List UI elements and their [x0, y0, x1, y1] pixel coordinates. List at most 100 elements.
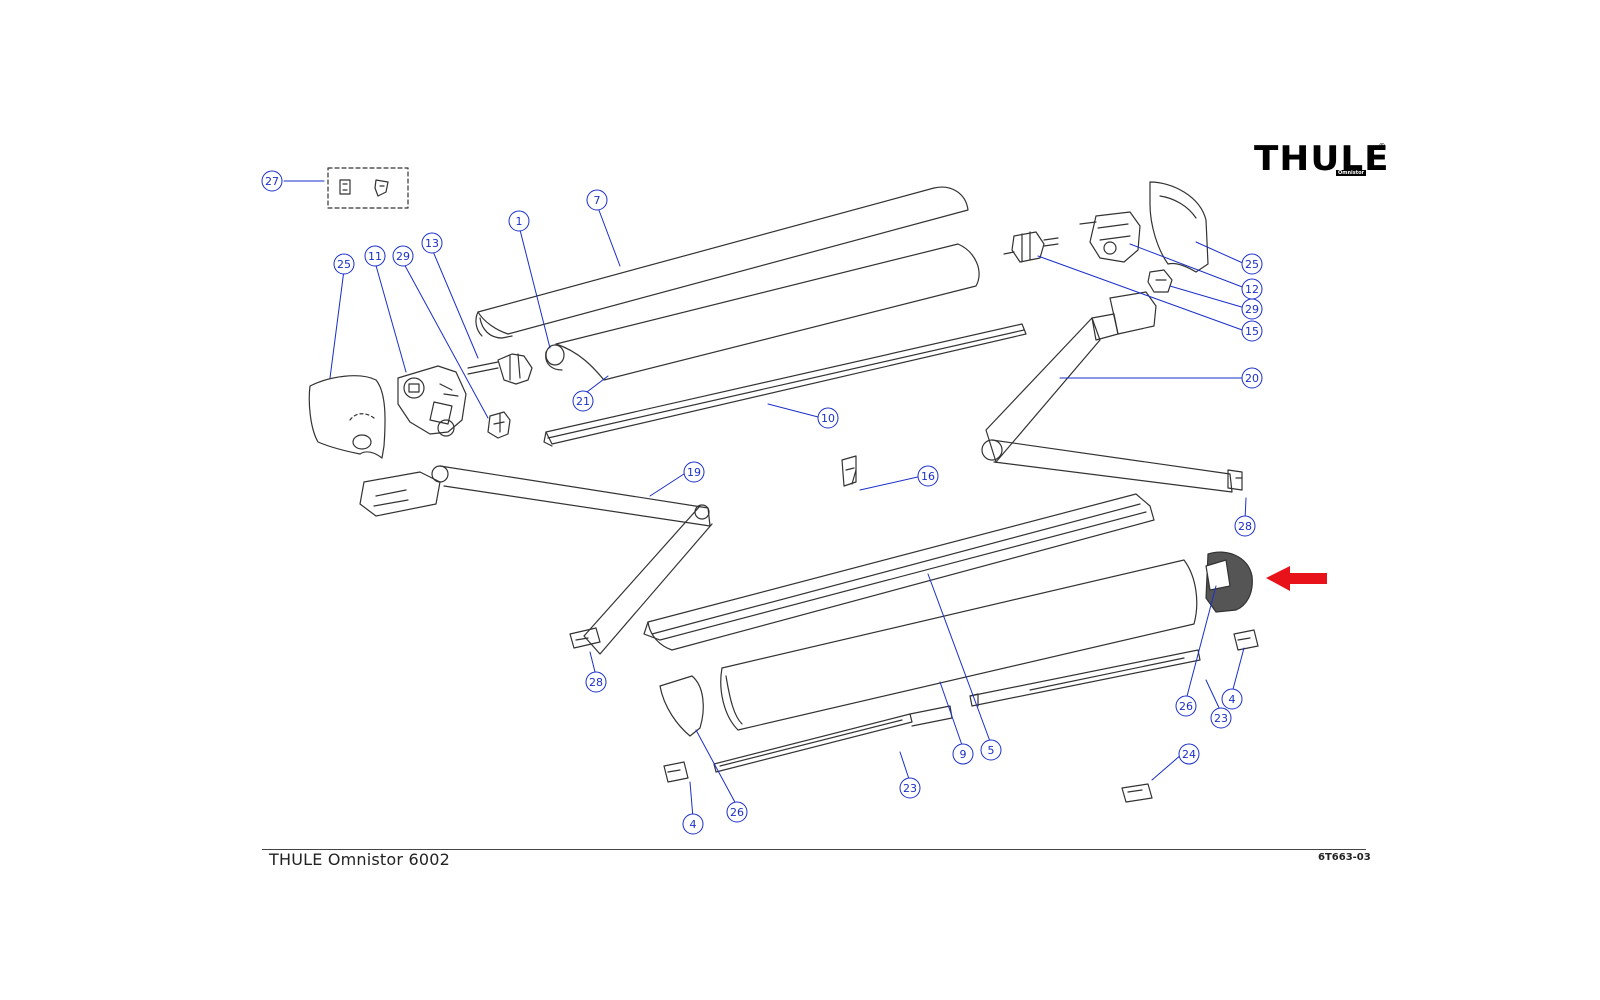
part-19-left-arm — [359, 465, 713, 655]
callout-19: 19 — [683, 461, 705, 483]
part-20-right-arm — [981, 291, 1243, 493]
callout-leader-lines — [283, 180, 1247, 819]
callout-28: 28 — [1234, 515, 1256, 537]
callout-number: 9 — [960, 748, 967, 761]
callout-circle — [726, 801, 748, 823]
callout-circle — [1178, 743, 1200, 765]
callout-number: 27 — [265, 175, 279, 188]
callout-15: 15 — [1241, 320, 1263, 342]
part-26-left-end-cover — [659, 675, 704, 737]
callout-circle — [1241, 298, 1263, 320]
callout-25: 25 — [1241, 253, 1263, 275]
callout-number: 11 — [368, 250, 382, 263]
callout-number: 15 — [1245, 325, 1259, 338]
callout-circle — [261, 170, 283, 192]
callout-circle — [1241, 253, 1263, 275]
callout-number: 5 — [988, 744, 995, 757]
thule-logo: THULE ® Omnistor — [1254, 140, 1389, 184]
callout-number: 13 — [425, 237, 439, 250]
callout-number: 21 — [576, 395, 590, 408]
callout-number: 7 — [594, 194, 601, 207]
callout-circle — [572, 390, 594, 412]
callout-number: 24 — [1182, 748, 1196, 761]
callout-28: 28 — [585, 671, 607, 693]
part-4-left-mount — [663, 761, 689, 783]
part-27-bracket-set — [327, 167, 409, 209]
callout-number: 4 — [1229, 693, 1236, 706]
footer-title: THULE Omnistor 6002 — [269, 850, 450, 869]
callout-number: 23 — [903, 782, 917, 795]
callout-29: 29 — [1241, 298, 1263, 320]
part-24-bracket — [1121, 783, 1153, 803]
callout-circle — [586, 189, 608, 211]
callout-circle — [682, 813, 704, 835]
callout-number: 10 — [821, 412, 835, 425]
logo-subbrand: Omnistor — [1336, 170, 1367, 176]
callout-11: 11 — [364, 245, 386, 267]
part-4-right-mount — [1233, 629, 1259, 651]
callout-circle — [364, 245, 386, 267]
logo-registered-mark: ® — [1378, 142, 1386, 151]
callout-9: 9 — [952, 743, 974, 765]
logo-wordmark: THULE — [1254, 139, 1390, 179]
callout-circle — [392, 245, 414, 267]
callout-23: 23 — [899, 777, 921, 799]
callout-4: 4 — [682, 813, 704, 835]
callout-number: 16 — [921, 470, 935, 483]
callout-circle — [1221, 688, 1243, 710]
part-12-right-gear-unit — [1079, 211, 1141, 263]
part-7-top-cover — [475, 186, 969, 339]
part-29-left-bracket — [487, 411, 511, 439]
callout-circle — [333, 253, 355, 275]
part-15-right-plug — [1003, 231, 1059, 263]
callout-number: 25 — [337, 258, 351, 271]
callout-circle — [952, 743, 974, 765]
callout-circle — [1175, 695, 1197, 717]
callout-24: 24 — [1178, 743, 1200, 765]
callout-circle — [1241, 320, 1263, 342]
callout-number: 28 — [589, 676, 603, 689]
callout-circle — [508, 210, 530, 232]
callout-circle — [1210, 707, 1232, 729]
callout-circle — [899, 777, 921, 799]
callout-number: 26 — [730, 806, 744, 819]
callout-number: 25 — [1245, 258, 1259, 271]
callout-number: 19 — [687, 466, 701, 479]
part-5-cassette-front — [643, 493, 1155, 651]
part-25-left-end-cap — [308, 375, 386, 459]
callout-5: 5 — [980, 739, 1002, 761]
callout-circle — [1241, 367, 1263, 389]
highlight-arrow-icon — [1266, 566, 1327, 591]
callout-number: 23 — [1214, 712, 1228, 725]
callout-number: 29 — [396, 250, 410, 263]
callout-circle — [980, 739, 1002, 761]
callout-circle — [1234, 515, 1256, 537]
part-23-right-rail — [969, 649, 1201, 707]
callout-23: 23 — [1210, 707, 1232, 729]
footer-divider — [262, 849, 1366, 850]
callout-number: 26 — [1179, 700, 1193, 713]
callout-12: 12 — [1241, 278, 1263, 300]
callout-circle — [585, 671, 607, 693]
part-10-profile-rail — [543, 323, 1027, 447]
callout-25: 25 — [333, 253, 355, 275]
callout-7: 7 — [586, 189, 608, 211]
callout-number: 4 — [690, 818, 697, 831]
part-16-clip — [841, 455, 857, 487]
part-25-right-end-cap — [1149, 181, 1209, 273]
part-23-left-rail — [713, 705, 953, 773]
callout-number: 28 — [1238, 520, 1252, 533]
callout-21: 21 — [572, 390, 594, 412]
drawing-code: 6T663-03 — [1318, 852, 1371, 863]
callout-26: 26 — [726, 801, 748, 823]
callout-29: 29 — [392, 245, 414, 267]
callout-number: 1 — [516, 215, 523, 228]
part-11-gear-unit — [397, 365, 467, 437]
callout-1: 1 — [508, 210, 530, 232]
callout-number: 29 — [1245, 303, 1259, 316]
callout-circle — [421, 232, 443, 254]
callout-10: 10 — [817, 407, 839, 429]
